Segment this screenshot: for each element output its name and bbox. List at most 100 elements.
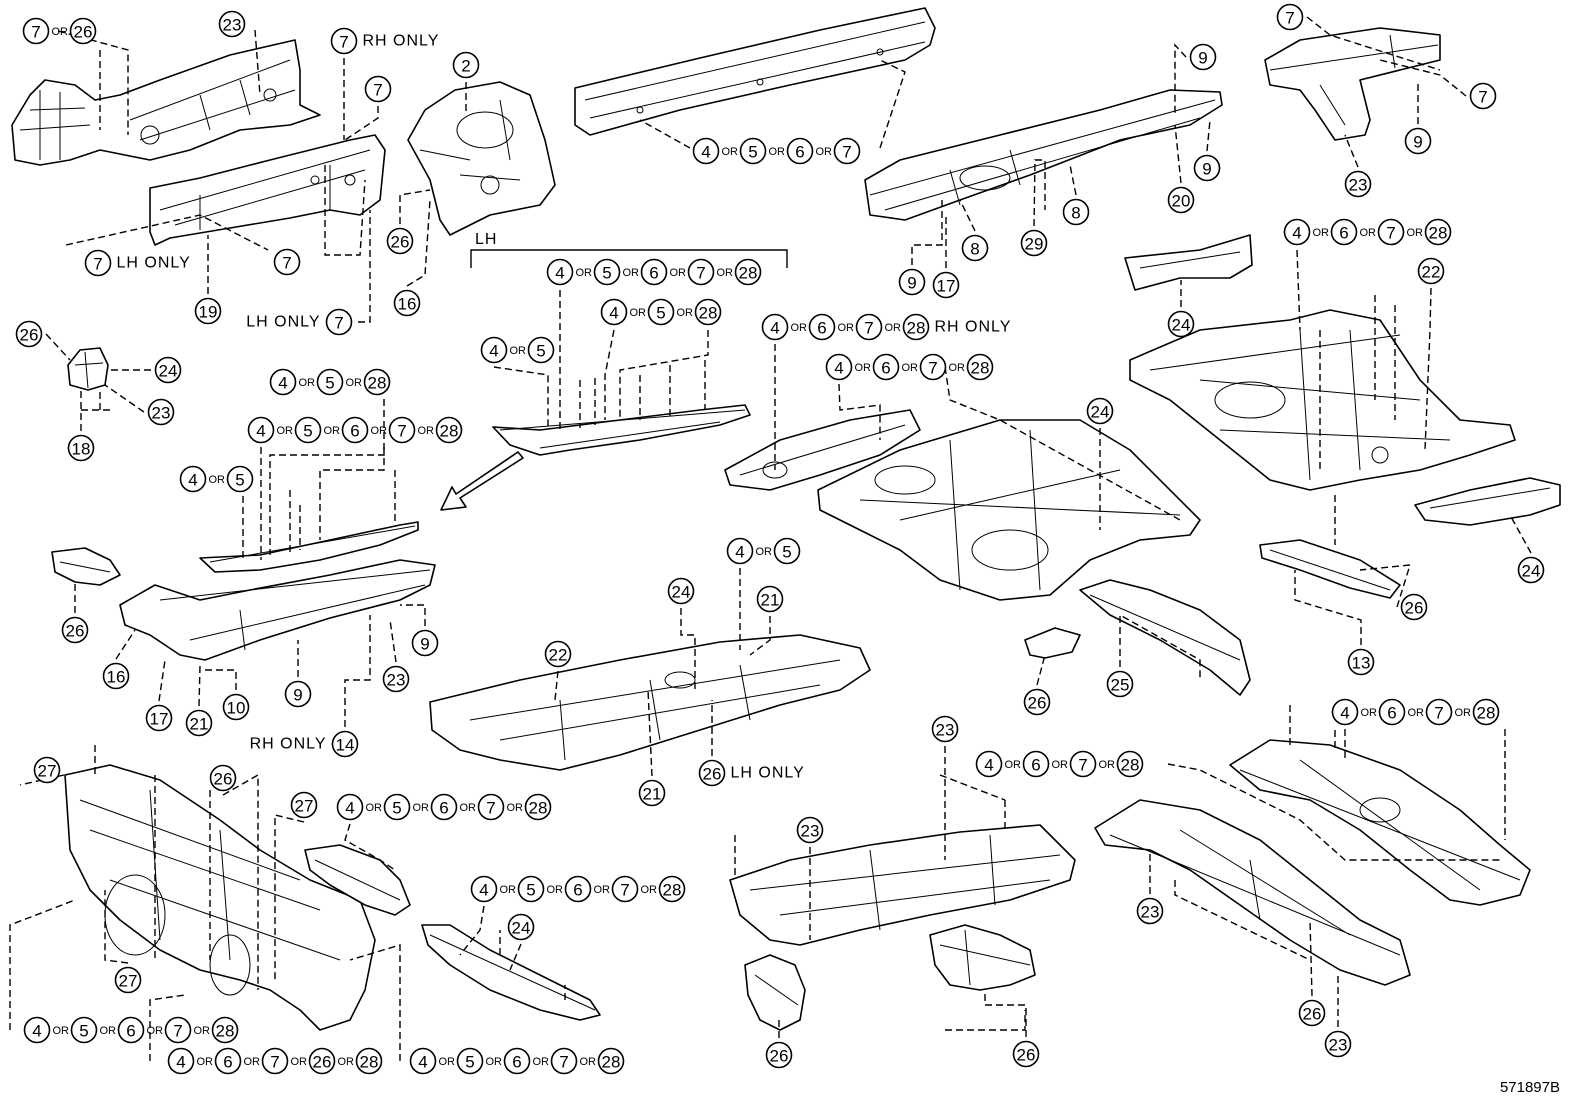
callout-circle (544, 640, 572, 668)
callout-number: 9 (1413, 133, 1422, 152)
callout-number: 5 (465, 1053, 474, 1072)
callout: 9 (898, 268, 926, 296)
callout-connector: OR (486, 1056, 503, 1068)
callout-number: 8 (1071, 204, 1080, 223)
callout-circle (796, 816, 824, 844)
callout-connector: OR (510, 345, 527, 357)
figure-code: 571897B (1500, 1079, 1560, 1096)
callout-number: 18 (72, 440, 91, 459)
callout-circle (855, 313, 883, 341)
callout-connector: OR (147, 1025, 164, 1037)
callout-connector: OR (100, 1025, 117, 1037)
callout-connector: OR (500, 884, 517, 896)
callout-number: 6 (350, 422, 359, 441)
callout-circle (355, 1047, 383, 1075)
callout-circle (667, 577, 695, 605)
part-bracket-26-center (1024, 627, 1081, 659)
callout-circle (1167, 186, 1195, 214)
callout-circle (1298, 999, 1326, 1027)
callout-connector: OR (324, 425, 341, 437)
callout-connector: OR (885, 322, 902, 334)
part-bracket-26-bottom-b (929, 924, 1036, 991)
callout-circle (456, 1047, 484, 1075)
callout-circle (919, 353, 947, 381)
callout-number: 29 (1025, 235, 1044, 254)
callout-circle (84, 249, 112, 277)
callout-number: 7 (1285, 9, 1294, 28)
callout: 26 (386, 227, 414, 255)
callout-number: 9 (907, 274, 916, 293)
callout-circle (872, 353, 900, 381)
callout-connector: OR (1455, 707, 1472, 719)
callout: 9 (1404, 127, 1432, 155)
callout-connector: OR (902, 362, 919, 374)
callout-circle (22, 17, 50, 45)
callout-number: 4 (555, 264, 564, 283)
callout-circle (226, 465, 254, 493)
part-bracket-26-left (51, 547, 121, 586)
callout-number: 4 (609, 304, 618, 323)
callout-number: 4 (1292, 224, 1301, 243)
callout-number: 13 (1352, 654, 1371, 673)
callout-connector: OR (52, 26, 69, 38)
callout-circle (114, 966, 142, 994)
callout-number: 28 (529, 799, 548, 818)
callout: 26 (1012, 1040, 1040, 1068)
callout-circle (33, 756, 61, 784)
part-rear-side-member (864, 89, 1223, 221)
callout-number: 23 (1349, 176, 1368, 195)
callout-connector: OR (533, 1056, 550, 1068)
callout: 23 (796, 816, 824, 844)
callout-connector: OR (338, 1056, 355, 1068)
callout-connector: OR (769, 146, 786, 158)
callout-number: 24 (512, 919, 531, 938)
callout-connector: OR (1052, 759, 1069, 771)
callout: 23 (147, 398, 175, 426)
callout-circle (61, 616, 89, 644)
callout-number: 23 (1329, 1036, 1348, 1055)
callout-circle (1347, 648, 1375, 676)
callout-number: 7 (397, 422, 406, 441)
callout-connector: OR (855, 362, 872, 374)
callout-number: 28 (602, 1053, 621, 1072)
callout-circle (1062, 198, 1090, 226)
callout-circle (330, 27, 358, 55)
callout-circle (550, 1047, 578, 1075)
part-front-apron-upper (11, 39, 321, 166)
callout-connector: OR (717, 267, 734, 279)
callout-circle (363, 368, 391, 396)
callout: 10 (222, 693, 250, 721)
callout: 25 (1106, 670, 1134, 698)
callout-circle (430, 793, 458, 821)
callout-number: 26 (1405, 599, 1424, 618)
callout-number: 7 (270, 1053, 279, 1072)
callout-number: 7 (1478, 88, 1487, 107)
callout-number: 4 (984, 756, 993, 775)
callout-number: 7 (173, 1022, 182, 1041)
lh-bracket-label: LH (475, 231, 497, 248)
callout-circle (765, 1041, 793, 1069)
callout-circle (640, 258, 668, 286)
callout-number: 7 (486, 799, 495, 818)
callout-number: 4 (1340, 704, 1349, 723)
callout-circle (1424, 218, 1452, 246)
callout: 23 (1344, 170, 1372, 198)
callout: 9 (411, 629, 439, 657)
callout-circle (290, 791, 318, 819)
callout-circle (1189, 43, 1217, 71)
callout-connector: OR (371, 425, 388, 437)
callout-number: 7 (282, 254, 291, 273)
callout-connector: OR (418, 425, 435, 437)
part-rear-floor-pan (1129, 309, 1516, 491)
callout: 26 (15, 320, 43, 348)
callout-circle (961, 234, 989, 262)
callout-number: 4 (176, 1053, 185, 1072)
callout-circle (1136, 897, 1164, 925)
callout-connector: OR (194, 1025, 211, 1037)
callout-circle (308, 1047, 336, 1075)
callout-number: 6 (795, 143, 804, 162)
